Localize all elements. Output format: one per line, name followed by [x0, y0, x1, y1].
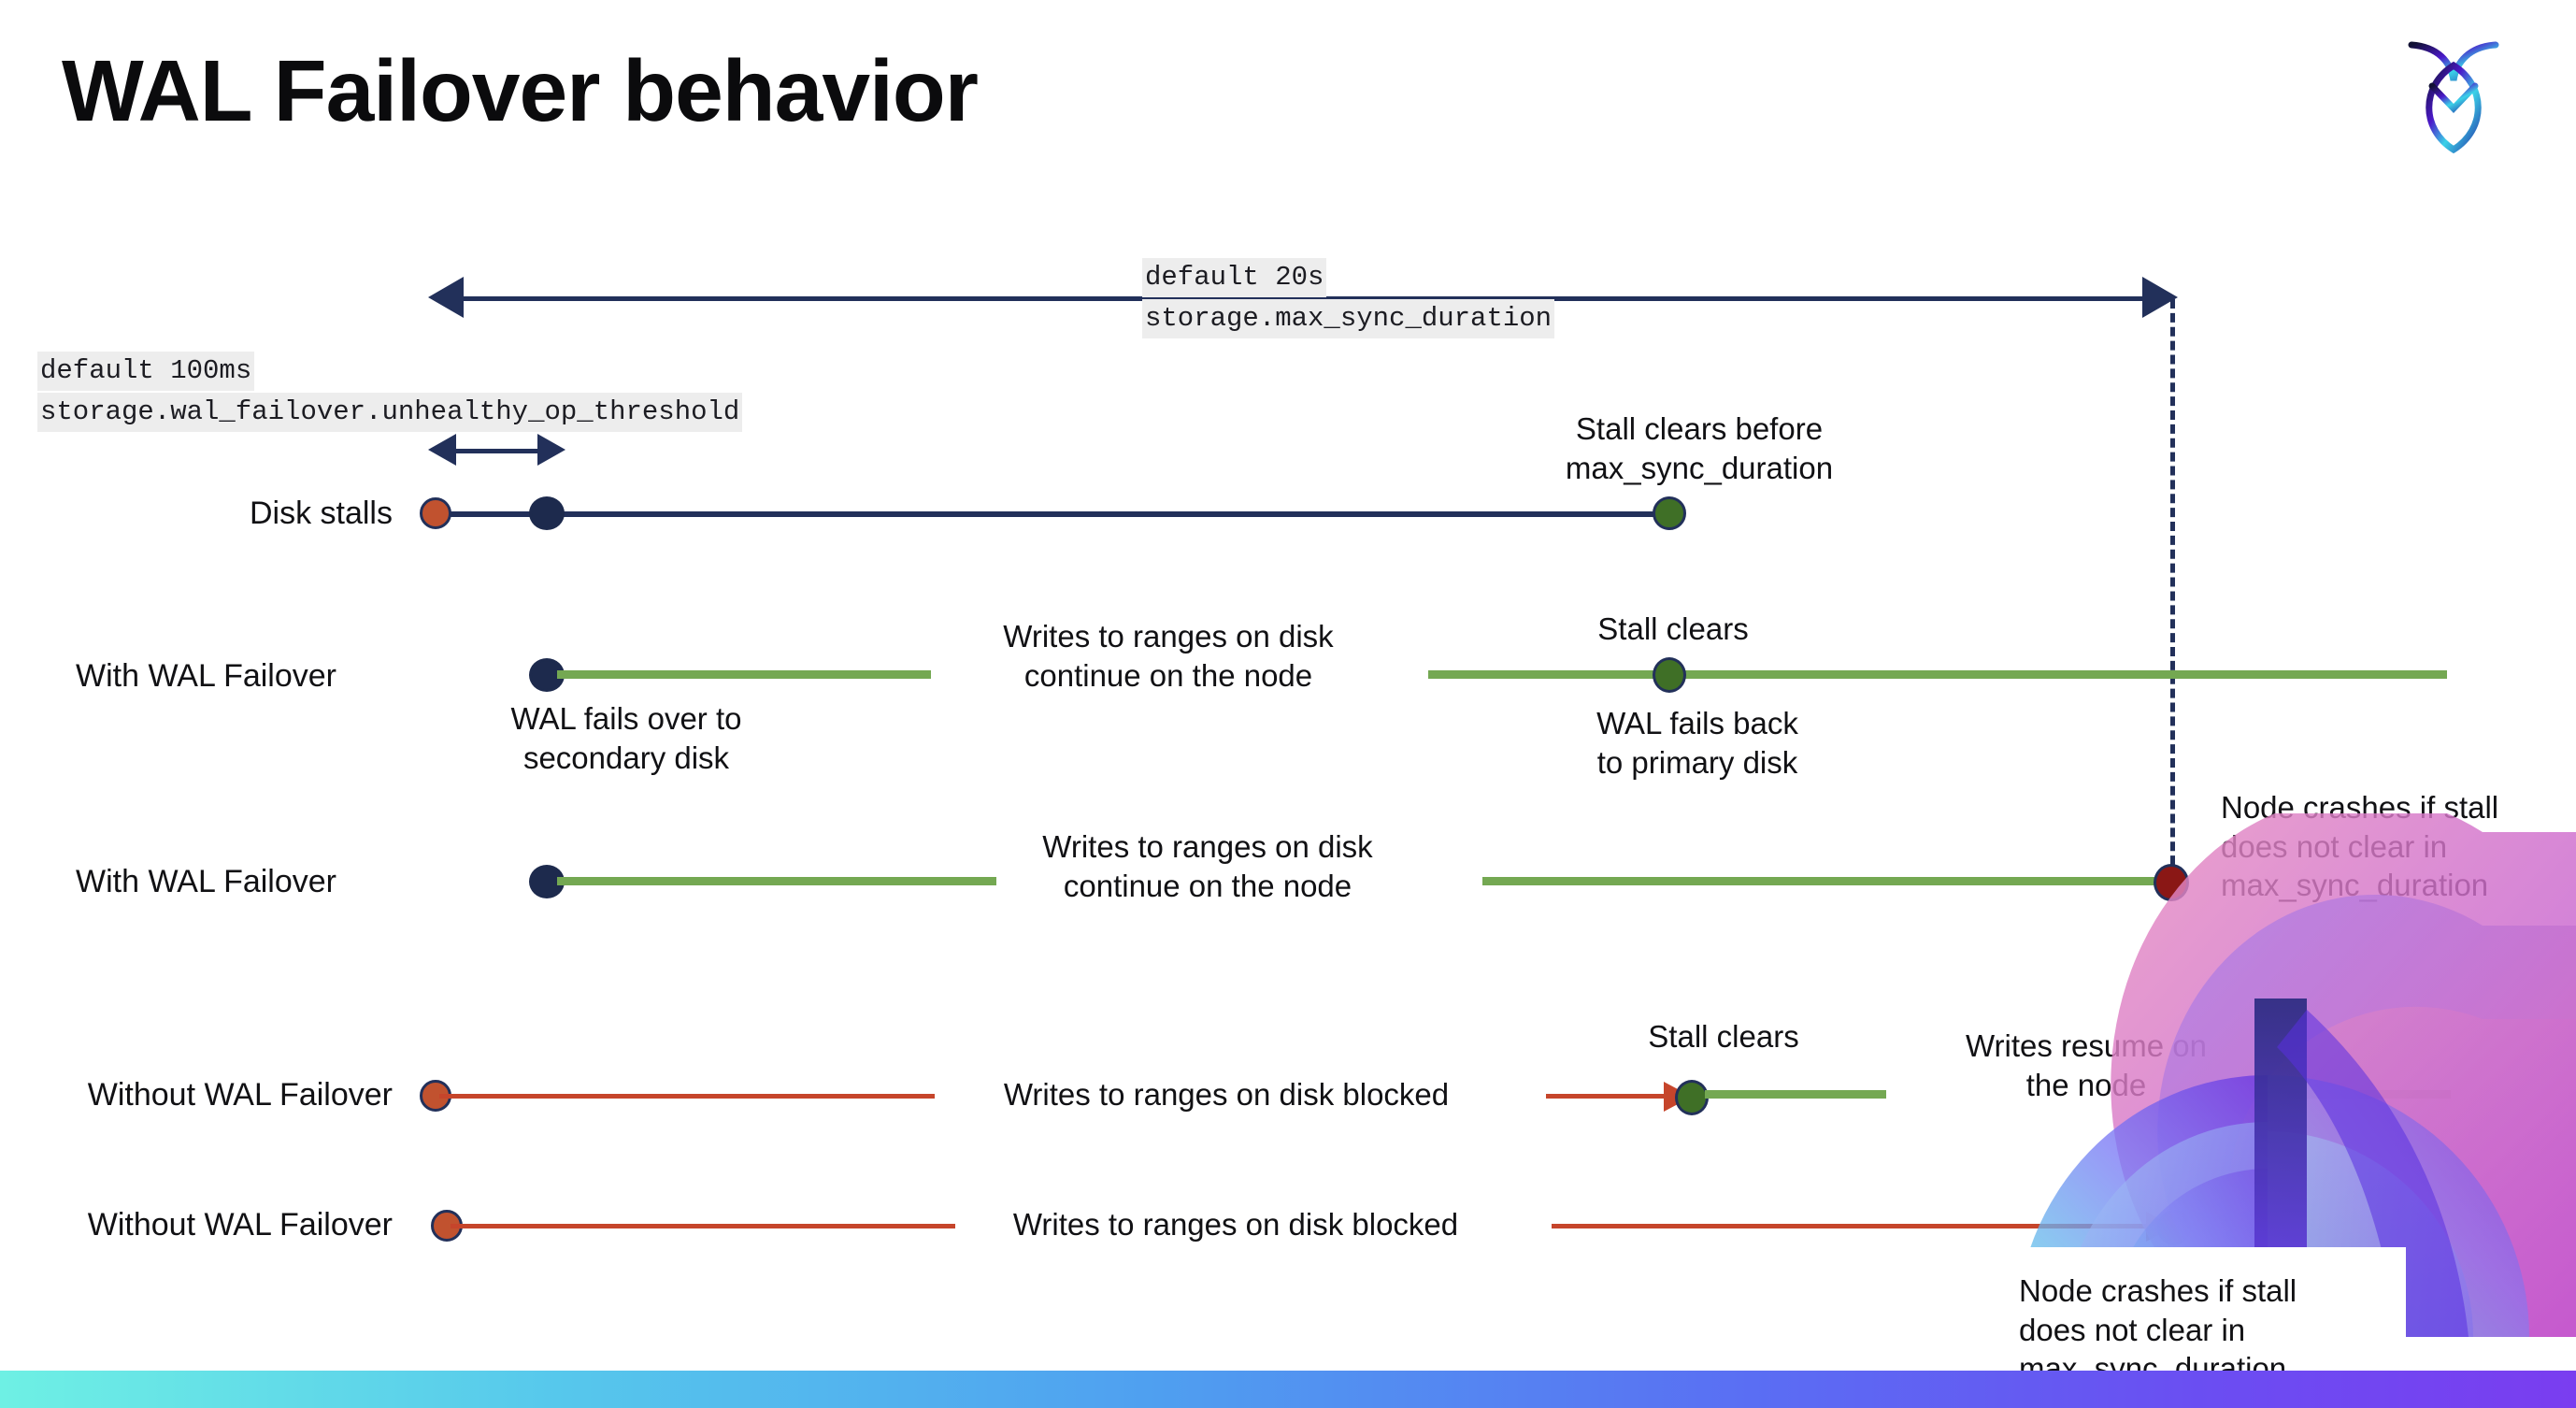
bottom-gradient-bar: [0, 1371, 2576, 1408]
cockroach-logo: [2393, 28, 2514, 159]
without-failover-2-segment-b: [1552, 1224, 2161, 1228]
without-failover-1-segment-c: [1705, 1090, 1886, 1099]
without-failover-2-crash-dot: [2157, 1210, 2191, 1245]
annotation-writes-resume: Writes resume on the node: [1966, 1028, 2207, 1102]
annotation-writes-continue-1: Writes to ranges on disk continue on the…: [1003, 619, 1334, 693]
unhealthy-op-arrow-line: [454, 449, 540, 453]
page-title: WAL Failover behavior: [62, 42, 979, 139]
without-failover-1-clear-dot: [1675, 1080, 1709, 1115]
row-label-without-wal-failover-2: Without WAL Failover: [87, 1207, 393, 1243]
row-label-without-wal-failover-1: Without WAL Failover: [87, 1077, 393, 1113]
without-failover-1-segment-a: [439, 1094, 935, 1099]
max-sync-name-chip: storage.max_sync_duration: [1142, 299, 1555, 339]
max-sync-arrow-line: [462, 296, 2144, 301]
annotation-node-crashes-1: Node crashes if stall does not clear in …: [2221, 790, 2499, 903]
annotation-wal-fails-back: WAL fails back to primary disk: [1596, 706, 1798, 780]
disk-stalls-timeline: [437, 511, 1671, 517]
with-failover-2-segment-a: [557, 877, 996, 885]
annotation-writes-blocked-1: Writes to ranges on disk blocked: [1003, 1077, 1450, 1112]
annotation-writes-continue-2: Writes to ranges on disk continue on the…: [1042, 829, 1373, 903]
with-failover-1-segment-a: [557, 670, 931, 679]
annotation-writes-blocked-2: Writes to ranges on disk blocked: [1012, 1207, 1459, 1242]
annotation-node-crashes-2: Node crashes if stall does not clear in …: [2019, 1273, 2297, 1386]
with-failover-2-crash-dot: [2154, 864, 2189, 901]
annotation-wal-fails-over: WAL fails over to secondary disk: [510, 701, 742, 775]
unhealthy-op-default-chip: default 100ms: [37, 352, 255, 392]
max-sync-dashed-dropline: [2170, 299, 2175, 879]
max-sync-default-chip: default 20s: [1142, 258, 1327, 298]
without-failover-2-segment-a: [451, 1224, 955, 1228]
with-failover-1-clear-dot: [1653, 657, 1686, 693]
max-sync-arrow-left-head: [428, 277, 464, 318]
annotation-stall-clears-1: Stall clears: [1597, 611, 1749, 646]
disk-stalls-failover-dot: [529, 496, 565, 530]
without-failover-1-segment-d: [2288, 1090, 2451, 1099]
row-label-with-wal-failover-1: With WAL Failover: [76, 658, 336, 694]
without-failover-1-segment-b: [1546, 1094, 1666, 1099]
row-label-with-wal-failover-2: With WAL Failover: [76, 864, 336, 899]
with-failover-2-segment-b: [1482, 877, 2174, 885]
annotation-stall-clears-before-max-sync: Stall clears before max_sync_duration: [1565, 411, 1834, 485]
unhealthy-op-name-chip: storage.wal_failover.unhealthy_op_thresh…: [37, 393, 743, 433]
row-label-disk-stalls: Disk stalls: [249, 496, 393, 531]
annotation-stall-clears-2: Stall clears: [1648, 1019, 1799, 1054]
unhealthy-op-arrow-left-head: [428, 434, 456, 466]
with-failover-1-segment-b: [1428, 670, 2447, 679]
disk-stalls-clear-dot: [1653, 496, 1686, 530]
unhealthy-op-arrow-right-head: [537, 434, 565, 466]
disk-stalls-start-dot: [420, 497, 451, 529]
